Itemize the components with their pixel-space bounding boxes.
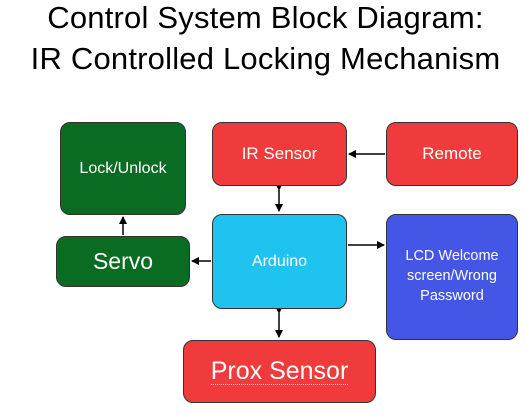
ir-sensor-block: IR Sensor <box>212 122 347 186</box>
lcd-block: LCD Welcome screen/Wrong Password <box>386 214 518 340</box>
servo-block: Servo <box>56 236 190 287</box>
ir-sensor-label: IR Sensor <box>241 144 318 163</box>
remote-block: Remote <box>386 122 518 186</box>
remote-label: Remote <box>422 144 482 163</box>
servo-label: Servo <box>92 248 154 274</box>
diagram-title-line-1: Control System Block Diagram: <box>47 0 484 35</box>
lcd-label: LCD Welcome screen/Wrong Password <box>405 247 499 304</box>
arduino-block: Arduino <box>212 214 347 309</box>
arduino-label: Arduino <box>251 252 308 270</box>
diagram-title-line-2: IR Controlled Locking Mechanism <box>30 41 501 76</box>
lock-unlock-label: Lock/Unlock <box>79 159 167 177</box>
lock-unlock-block: Lock/Unlock <box>60 122 186 215</box>
prox-sensor-label: Prox Sensor <box>210 357 349 385</box>
prox-sensor-block: Prox Sensor <box>183 340 376 403</box>
